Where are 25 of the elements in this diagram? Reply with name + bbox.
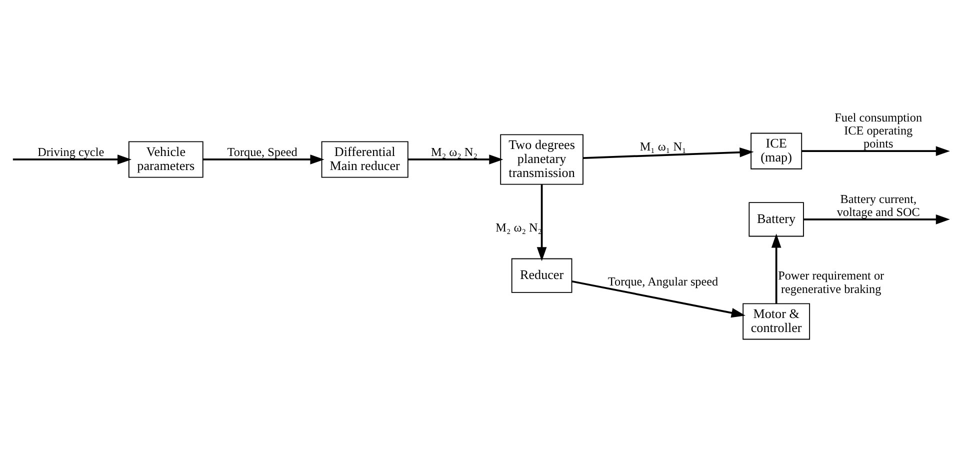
edge-label: Torque, Angular speed xyxy=(608,274,718,288)
arrow xyxy=(582,146,754,158)
node-box: Battery xyxy=(748,202,804,236)
node-box: Motor & controller xyxy=(742,302,810,340)
arrow xyxy=(804,214,950,224)
arrow xyxy=(771,233,782,304)
node-box: Two degrees planetary transmission xyxy=(500,134,584,184)
edge-label: Power requirement or regenerative braking xyxy=(778,268,884,296)
node-box: ICE (map) xyxy=(750,132,802,169)
arrow xyxy=(202,154,324,164)
node-box: Reducer xyxy=(511,258,572,292)
node-box: Differential Main reducer xyxy=(321,140,408,178)
arrow xyxy=(408,154,504,164)
arrow xyxy=(802,146,950,156)
edge-label: M₁ ω₁ N₁ xyxy=(640,139,686,154)
arrow xyxy=(12,154,132,164)
edge-label: Battery current, voltage and SOC xyxy=(836,191,920,219)
edge-label: Fuel consumption ICE operating points xyxy=(834,110,922,150)
arrow xyxy=(536,184,547,261)
edge-label: M₂ ω₂ N₂ xyxy=(496,220,542,234)
arrow xyxy=(572,280,746,318)
edge-label: Torque, Speed xyxy=(227,144,298,159)
edge-label: M₂ ω₂ N₂ xyxy=(431,144,478,159)
node-box: Vehicle parameters xyxy=(128,140,204,178)
edge-label: Driving cycle xyxy=(38,144,104,159)
